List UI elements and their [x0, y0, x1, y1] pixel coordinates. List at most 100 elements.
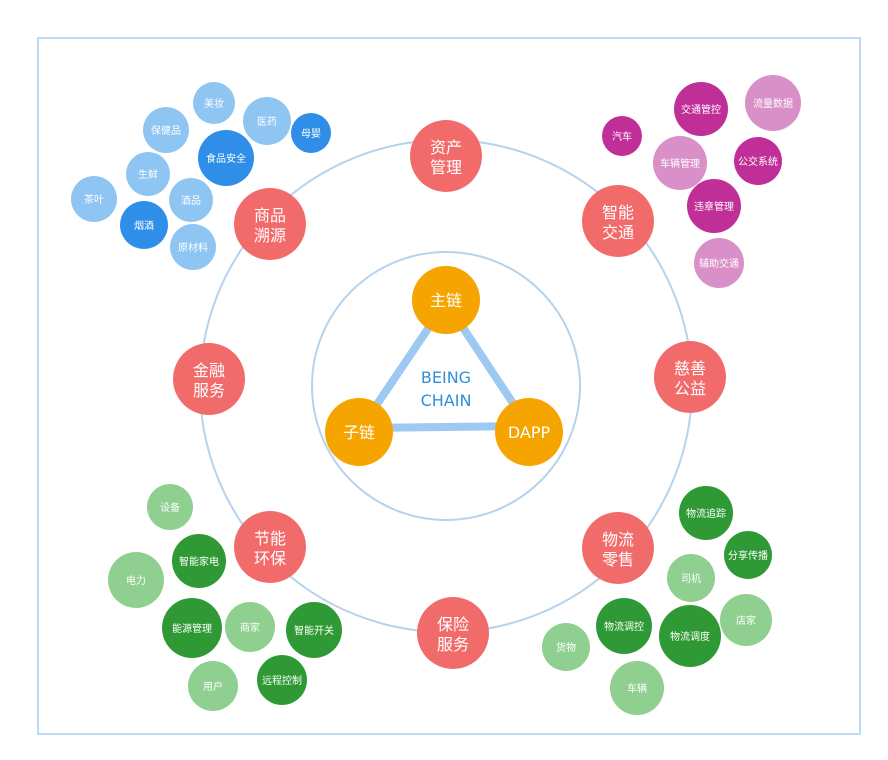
bubble-energy: 智能家电 [172, 534, 226, 588]
sector-circle [582, 512, 654, 584]
bubble-label: 远程控制 [262, 674, 302, 687]
bubble-energy: 商家 [225, 602, 275, 652]
bubble-logistics: 司机 [667, 554, 715, 602]
clusters-layer: 保健品美妆医药母婴食品安全生鲜酒品茶叶烟酒原材料汽车交通管控流量数据车辆管理公交… [71, 75, 801, 715]
hub-circle [412, 266, 480, 334]
sector-label-line2: 公益 [674, 379, 706, 398]
bubble-label: 违章管理 [694, 200, 734, 213]
bubble-label: 物流调控 [604, 620, 644, 633]
bubble-label: 茶叶 [84, 193, 104, 206]
bubble-label: 商家 [240, 621, 260, 634]
sector-label-line1: 节能 [254, 529, 286, 548]
bubble-label: 交通管控 [681, 103, 721, 116]
bubble-circle [162, 598, 222, 658]
bubble-circle [225, 602, 275, 652]
bubble-circle [734, 137, 782, 185]
bubble-traffic: 违章管理 [687, 179, 741, 233]
bubble-logistics: 物流调控 [596, 598, 652, 654]
bubble-trace: 母婴 [291, 113, 331, 153]
bubble-label: 设备 [160, 501, 180, 514]
center-title-line1: BEING [421, 368, 471, 387]
hub-circle [495, 398, 563, 466]
bubble-logistics: 车辆 [610, 661, 664, 715]
bubble-circle [147, 484, 193, 530]
bubble-label: 物流调度 [670, 630, 710, 643]
bubble-circle [193, 82, 235, 124]
sector-label-line2: 溯源 [254, 226, 286, 245]
bubble-trace: 医药 [243, 97, 291, 145]
bubble-label: 公交系统 [738, 155, 778, 168]
sector-label-line1: 物流 [602, 530, 634, 549]
bubble-trace: 酒品 [169, 178, 213, 222]
bubble-label: 电力 [126, 574, 146, 587]
bubble-label: 智能开关 [294, 624, 334, 637]
diagram-frame [37, 37, 861, 735]
bubble-circle [243, 97, 291, 145]
bubble-circle [602, 116, 642, 156]
hub-main: 主链 [412, 266, 480, 334]
sector-label-line2: 交通 [602, 223, 634, 242]
hub-label: 主链 [430, 291, 462, 310]
bubble-energy: 能源管理 [162, 598, 222, 658]
bubble-circle [169, 178, 213, 222]
sector-label-line1: 智能 [602, 203, 634, 222]
bubble-circle [188, 661, 238, 711]
inner-ring [311, 251, 581, 521]
bubble-circle [172, 534, 226, 588]
bubble-circle [659, 605, 721, 667]
hub-sub: 子链 [325, 398, 393, 466]
bubble-trace: 茶叶 [71, 176, 117, 222]
bubble-circle [120, 201, 168, 249]
bubble-label: 车辆 [627, 682, 647, 695]
bubble-circle [667, 554, 715, 602]
bubble-trace: 食品安全 [198, 130, 254, 186]
bubble-trace: 原材料 [170, 224, 216, 270]
bubble-circle [291, 113, 331, 153]
bubble-traffic: 流量数据 [745, 75, 801, 131]
bubble-traffic: 汽车 [602, 116, 642, 156]
hub-dapp: DAPP [495, 398, 563, 466]
hub-label: DAPP [508, 423, 551, 442]
bubble-circle [610, 661, 664, 715]
sector-label-line2: 服务 [437, 635, 469, 654]
sector-label-line2: 零售 [602, 550, 634, 569]
bubble-traffic: 车辆管理 [653, 136, 707, 190]
bubble-trace: 生鲜 [126, 152, 170, 196]
bubble-label: 汽车 [612, 130, 632, 143]
bubble-label: 用户 [203, 680, 223, 693]
bubble-circle [653, 136, 707, 190]
bubble-label: 智能家电 [179, 555, 219, 568]
bubble-label: 酒品 [181, 195, 201, 207]
bubble-label: 医药 [257, 116, 277, 128]
bubble-logistics: 店家 [720, 594, 772, 646]
bubble-logistics: 分享传播 [724, 531, 772, 579]
sector-label-line2: 环保 [254, 549, 286, 568]
bubble-label: 美妆 [204, 97, 224, 110]
hub-label: 子链 [343, 423, 375, 442]
sector-circle [234, 511, 306, 583]
hub-triangle [353, 294, 536, 433]
sector-label-line1: 保险 [437, 615, 469, 634]
bubble-circle [71, 176, 117, 222]
sector-circle [582, 185, 654, 257]
bubble-traffic: 辅助交通 [694, 238, 744, 288]
bubble-label: 车辆管理 [660, 157, 700, 170]
bubble-trace: 烟酒 [120, 201, 168, 249]
bubble-circle [126, 152, 170, 196]
bubble-label: 分享传播 [728, 549, 768, 562]
bubble-label: 原材料 [178, 241, 208, 254]
sector-label-line1: 金融 [193, 361, 225, 380]
sector-label-line1: 商品 [254, 206, 286, 225]
bubble-circle [170, 224, 216, 270]
bubble-circle [257, 655, 307, 705]
sector-circle [234, 188, 306, 260]
